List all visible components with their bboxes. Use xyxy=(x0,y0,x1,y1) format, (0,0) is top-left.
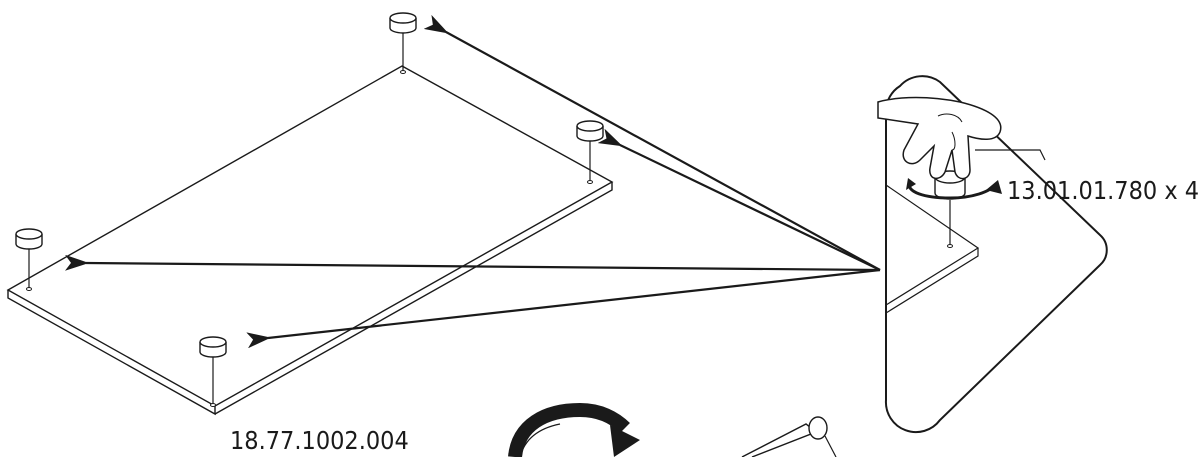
rubber-foot-top xyxy=(389,12,417,74)
rubber-foot-right xyxy=(576,120,604,184)
lower-partial-drawing xyxy=(508,402,837,457)
detail-callout xyxy=(877,75,1108,434)
pointer-arrow-icon xyxy=(423,14,881,271)
pointer-arrow-icon xyxy=(597,128,881,271)
hand-icon xyxy=(877,96,1002,180)
panel-board xyxy=(6,65,614,416)
rubber-foot-icon xyxy=(808,416,837,457)
rubber-foot-bottom xyxy=(199,336,227,407)
pointer-arrow-icon xyxy=(64,254,881,272)
foot-part-number: 13.01.01.780 x 4 xyxy=(1007,176,1199,205)
pointer-arrows xyxy=(64,14,881,349)
rubber-foot-left xyxy=(15,228,43,291)
panel-part-number: 18.77.1002.004 xyxy=(230,426,409,455)
pointer-arrow-icon xyxy=(246,268,881,349)
